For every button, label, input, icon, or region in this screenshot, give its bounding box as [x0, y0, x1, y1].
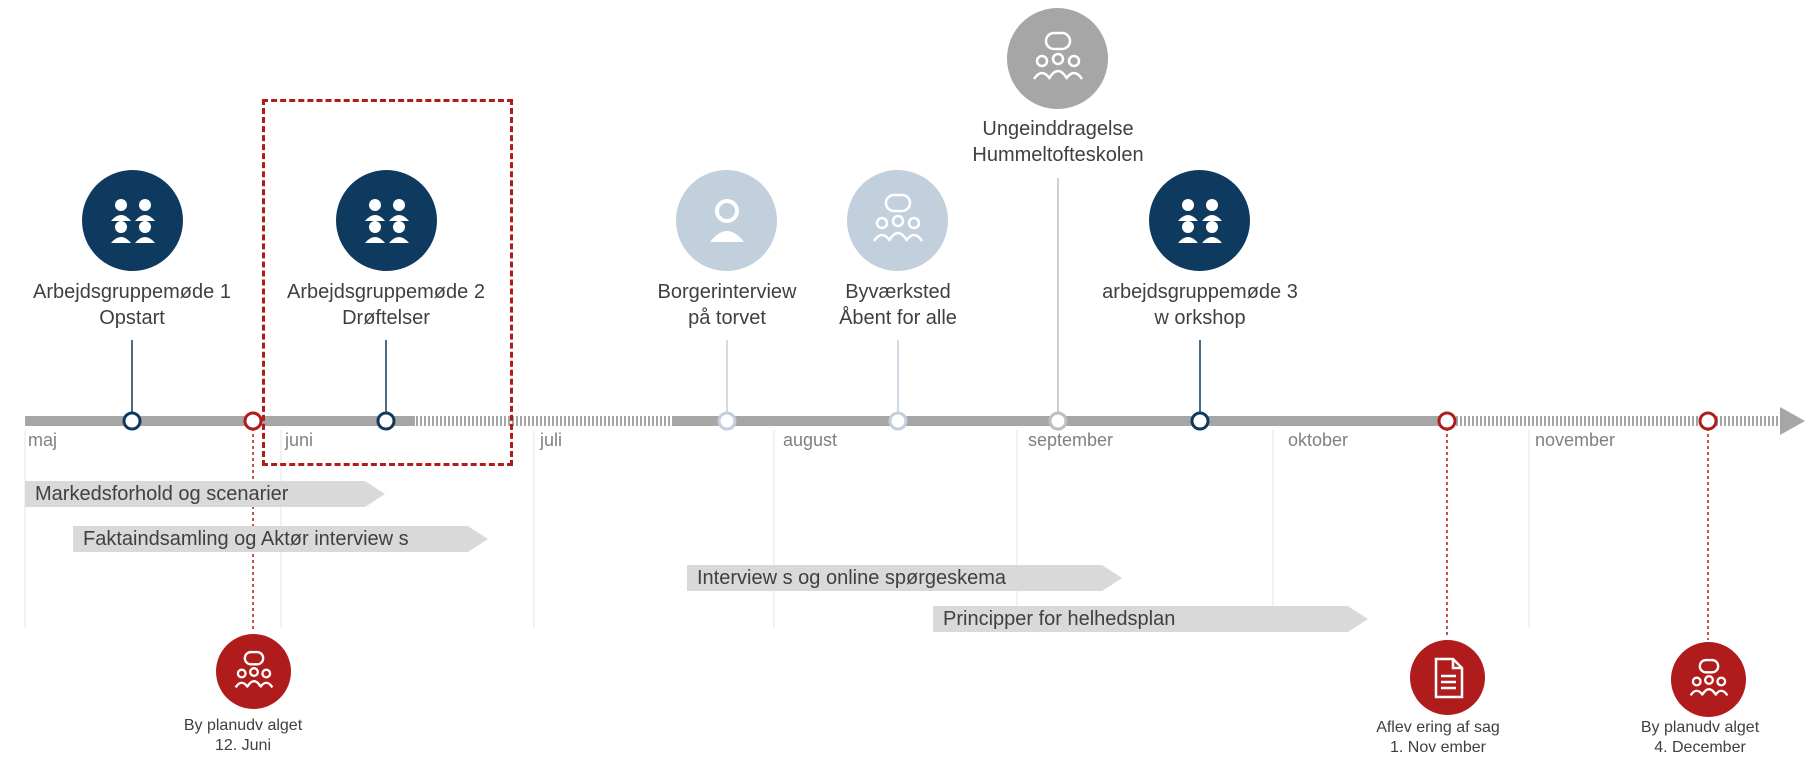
event-title: Arbejdsgruppemøde 1 [33, 281, 231, 303]
month-label: juni [285, 430, 314, 450]
top-connectors [131, 178, 1201, 414]
group-icon [1149, 170, 1250, 271]
speech-group-icon [216, 634, 291, 709]
marker-borgerinterview [717, 411, 737, 431]
marker-byvaerksted [888, 411, 908, 431]
marker-byplanudvalget-december [1698, 411, 1718, 431]
month-label: september [1028, 430, 1114, 450]
activity-bar: Interview s og online spørgeskema [687, 565, 1122, 591]
event-label-arbejdsgruppemode-1: Arbejdsgruppemøde 1 Opstart [12, 279, 252, 331]
event-title: Byværksted [845, 281, 951, 303]
month-label: maj [28, 430, 58, 450]
speech-group-icon [1007, 8, 1108, 109]
event-title: arbejdsgruppemøde 3 [1102, 281, 1298, 303]
group-icon [336, 170, 437, 271]
marker-arbejdsgruppemode-1 [122, 411, 142, 431]
month-label: oktober [1288, 430, 1349, 450]
activity-bar: Markedsforhold og scenarier [25, 481, 385, 507]
marker-arbejdsgruppemode-3 [1190, 411, 1210, 431]
event-subtitle: Opstart [99, 307, 165, 329]
event-label-byvaerksted: Byværksted Åbent for alle [788, 279, 1008, 331]
event-title: Arbejdsgruppemøde 2 [287, 281, 485, 303]
event-label-byplanudvalget-december: By planudv alget 4. December [1610, 718, 1790, 758]
event-label-borgerinterview: Borgerinterview på torvet [617, 279, 837, 331]
event-title: Ungeinddragelse [982, 118, 1134, 140]
event-subtitle: 12. Juni [214, 737, 272, 754]
event-label-byplanudvalget-juni: By planudv alget 12. Juni [153, 716, 333, 756]
highlight-frame [262, 99, 513, 466]
event-subtitle: 4. December [1654, 739, 1746, 756]
month-label: august [783, 430, 838, 450]
month-label: juli [540, 430, 563, 450]
activity-bar: Faktaindsamling og Aktør interview s [73, 526, 488, 552]
event-label-ungeinddragelse: Ungeinddragelse Hummeltofteskolen [938, 116, 1178, 168]
event-label-aflevering: Aflev ering af sag 1. Nov ember [1348, 718, 1528, 758]
marker-aflevering [1437, 411, 1457, 431]
event-title: By planudv alget [183, 717, 303, 734]
marker-ungeinddragelse [1048, 411, 1068, 431]
speech-group-icon [1671, 642, 1746, 717]
marker-byplanudvalget-juni [243, 411, 263, 431]
event-subtitle: Drøftelser [342, 307, 430, 329]
event-title: Aflev ering af sag [1376, 719, 1500, 736]
event-title: Borgerinterview [657, 281, 797, 303]
axis-markers [122, 411, 1718, 431]
activity-bar: Principper for helhedsplan [933, 606, 1368, 632]
month-label: november [1535, 430, 1616, 450]
event-label-arbejdsgruppemode-2: Arbejdsgruppemøde 2 Drøftelser [266, 279, 506, 331]
event-subtitle: på torvet [688, 307, 766, 329]
person-icon [676, 170, 777, 271]
speech-group-icon [847, 170, 948, 271]
event-subtitle: Åbent for alle [839, 307, 957, 329]
event-subtitle: Hummeltofteskolen [972, 144, 1144, 166]
event-title: By planudv alget [1640, 719, 1760, 736]
group-icon [82, 170, 183, 271]
event-label-arbejdsgruppemode-3: arbejdsgruppemøde 3 w orkshop [1070, 279, 1330, 331]
event-subtitle: 1. Nov ember [1389, 739, 1487, 756]
marker-arbejdsgruppemode-2 [376, 411, 396, 431]
event-subtitle: w orkshop [1154, 307, 1246, 329]
document-icon [1410, 640, 1485, 715]
